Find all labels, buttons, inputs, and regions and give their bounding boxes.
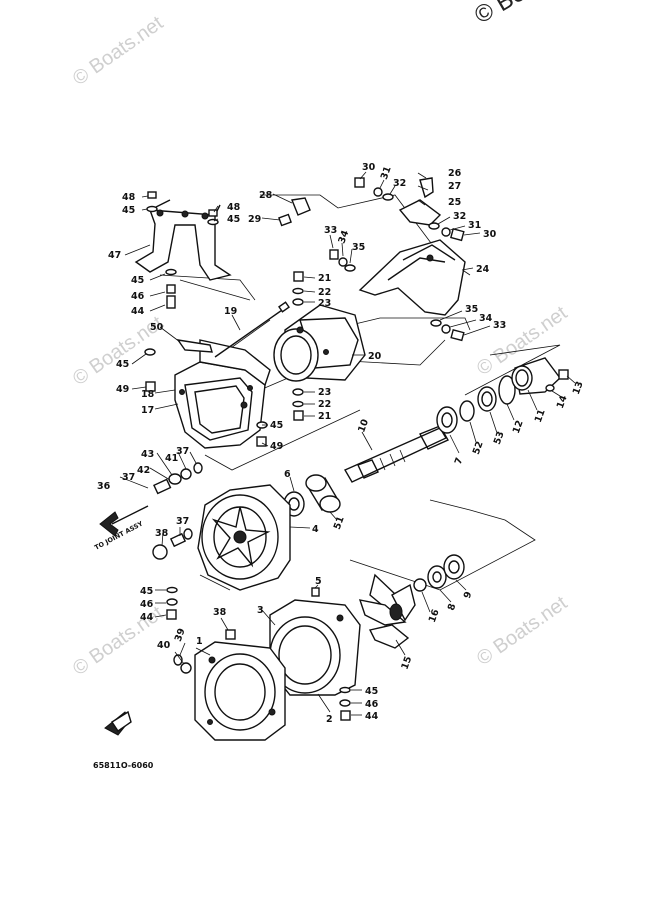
callout-30a: 30 <box>362 162 376 173</box>
callout-21b: 21 <box>318 411 331 422</box>
steering-nozzle <box>273 304 366 382</box>
callout-29: 29 <box>248 214 261 225</box>
reverse-deflector <box>358 177 466 316</box>
callout-32a: 32 <box>393 178 406 189</box>
impeller-spacers <box>413 554 465 592</box>
callout-4: 4 <box>312 524 319 535</box>
callout-48a: 48 <box>122 192 136 203</box>
callout-19: 19 <box>224 306 237 317</box>
sleeve-and-bearing <box>283 474 341 517</box>
callout-31b: 31 <box>468 220 481 231</box>
tie-rod <box>214 301 290 358</box>
callout-3: 3 <box>257 605 264 616</box>
callout-36: 36 <box>97 481 111 492</box>
callout-33a: 33 <box>324 225 337 236</box>
bolt-column-upper <box>292 271 304 421</box>
bolt-set-top-left <box>146 191 219 309</box>
callout-45c: 45 <box>131 275 144 286</box>
callout-11: 11 <box>533 408 548 424</box>
callout-30b: 30 <box>483 229 497 240</box>
callout-26: 26 <box>448 168 462 179</box>
joint-parts-left <box>99 462 203 560</box>
callout-47: 47 <box>108 250 121 261</box>
callout-49b: 49 <box>270 441 283 452</box>
forward-arrow-icon <box>104 710 132 736</box>
callout-44b: 44 <box>140 612 154 623</box>
callout-45b: 45 <box>227 214 240 225</box>
callout-39: 39 <box>173 627 188 643</box>
callout-31a: 31 <box>379 165 394 181</box>
callout-28: 28 <box>259 190 273 201</box>
callout-45e: 45 <box>270 420 283 431</box>
callout-34b: 34 <box>479 313 493 324</box>
callout-49a: 49 <box>116 384 129 395</box>
callout-33b: 33 <box>493 320 506 331</box>
callout-1: 1 <box>196 636 203 647</box>
callout-53: 53 <box>492 430 507 446</box>
callout-27: 27 <box>448 181 461 192</box>
callout-45g: 45 <box>365 686 378 697</box>
impeller-housing <box>197 484 291 591</box>
leader-lines <box>119 171 576 716</box>
callout-9: 9 <box>462 590 475 600</box>
impeller <box>358 573 416 649</box>
callout-20: 20 <box>368 351 382 362</box>
diagram-code: 65811O-6060 <box>93 761 154 770</box>
callout-23b: 23 <box>318 387 331 398</box>
callout-5: 5 <box>315 576 322 587</box>
callout-14: 14 <box>555 394 570 411</box>
callout-23a: 23 <box>318 298 331 309</box>
callout-45f: 45 <box>140 586 153 597</box>
callout-22a: 22 <box>318 287 331 298</box>
plate <box>176 339 213 353</box>
callout-43: 43 <box>141 449 154 460</box>
callout-50: 50 <box>150 322 164 333</box>
callout-46a: 46 <box>131 291 145 302</box>
callout-37c: 37 <box>176 516 189 527</box>
callout-44a: 44 <box>131 306 145 317</box>
callout-46b: 46 <box>140 599 154 610</box>
callout-41: 41 <box>165 453 178 464</box>
callout-6: 6 <box>284 469 291 480</box>
callout-44c: 44 <box>365 711 379 722</box>
callout-38b: 38 <box>213 607 227 618</box>
callout-37a: 37 <box>176 446 189 457</box>
callout-21a: 21 <box>318 273 331 284</box>
callout-24: 24 <box>476 264 490 275</box>
callout-52: 52 <box>471 440 486 456</box>
bolt-set-deflector <box>278 177 465 342</box>
callout-17: 17 <box>141 405 154 416</box>
callout-16: 16 <box>427 608 442 625</box>
callout-51: 51 <box>332 515 347 531</box>
callout-10: 10 <box>356 417 371 434</box>
pump-duct <box>269 587 361 696</box>
bearing-stack <box>436 357 569 434</box>
callout-15: 15 <box>400 655 415 671</box>
callout-38a: 38 <box>155 528 169 539</box>
callout-13: 13 <box>571 380 586 396</box>
callout-35a: 35 <box>352 242 365 253</box>
intake-ring <box>194 641 286 741</box>
callout-45a: 45 <box>122 205 135 216</box>
drive-shaft <box>344 425 449 483</box>
callout-2: 2 <box>326 714 333 725</box>
callout-35b: 35 <box>465 304 478 315</box>
callout-7: 7 <box>453 456 466 466</box>
callout-46c: 46 <box>365 699 379 710</box>
callout-8: 8 <box>446 602 459 612</box>
callout-45d: 45 <box>116 359 129 370</box>
callout-12: 12 <box>511 419 526 435</box>
callout-34a: 34 <box>337 229 352 246</box>
nozzle-housing <box>174 339 271 449</box>
callout-18: 18 <box>141 389 155 400</box>
callout-42: 42 <box>137 465 150 476</box>
callout-40: 40 <box>157 640 171 651</box>
callout-22b: 22 <box>318 399 331 410</box>
callout-32b: 32 <box>453 211 466 222</box>
callout-37b: 37 <box>122 472 135 483</box>
callout-25: 25 <box>448 197 461 208</box>
bolt-set-lower-left <box>144 348 351 721</box>
callout-48b: 48 <box>227 202 241 213</box>
